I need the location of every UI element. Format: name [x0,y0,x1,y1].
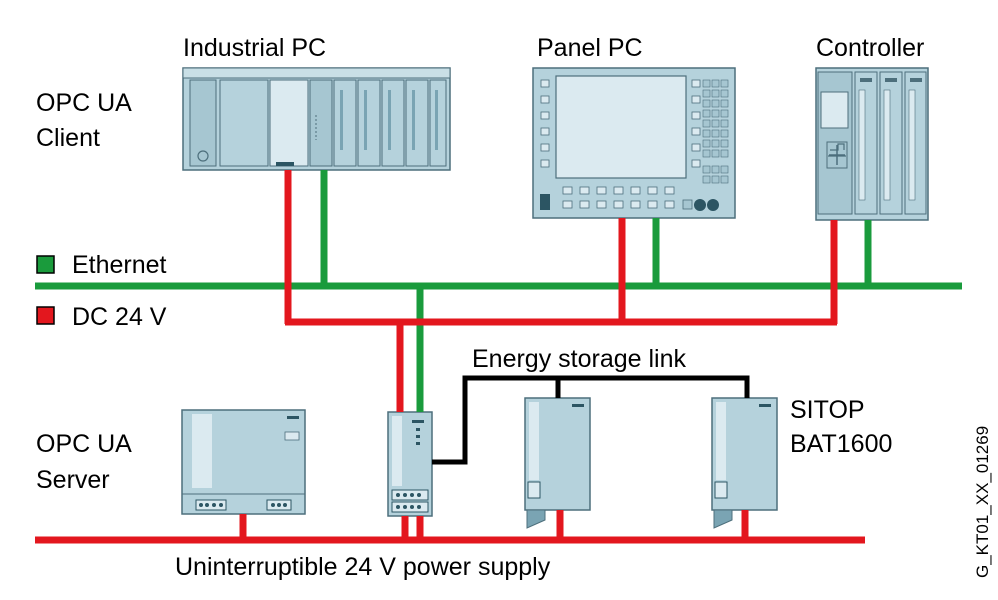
industrial-pc-device [182,67,451,171]
label-energy-storage-link: Energy storage link [472,345,687,373]
label-opc-ua-client-line1: OPC UA [36,89,132,117]
ups-power-bus [35,510,865,544]
dc-24v-network [284,170,838,412]
label-dc-24v: DC 24 V [72,303,167,331]
energy-storage-link [432,375,750,465]
ethernet-network [35,170,962,412]
label-sitop-line1: SITOP [790,396,865,424]
label-opc-ua-server-line1: OPC UA [36,430,132,458]
dc24v-legend-swatch [36,306,55,325]
ethernet-legend-swatch [36,255,55,274]
battery-module-1 [524,397,591,529]
label-panel-pc: Panel PC [537,34,643,62]
opc-ua-server-device [181,409,306,515]
battery-module-2 [711,397,778,529]
label-opc-ua-client-line2: Client [36,124,100,152]
controller-device [815,67,929,221]
ups-module-device [387,411,433,517]
label-ethernet: Ethernet [72,251,167,279]
label-controller: Controller [816,34,924,62]
label-opc-ua-server-line2: Server [36,466,110,494]
label-industrial-pc: Industrial PC [183,34,326,62]
label-ups: Uninterruptible 24 V power supply [175,553,551,581]
panel-pc-device [532,67,736,219]
figure-id: G_KT01_XX_01269 [973,426,992,578]
label-sitop-line2: BAT1600 [790,430,892,458]
